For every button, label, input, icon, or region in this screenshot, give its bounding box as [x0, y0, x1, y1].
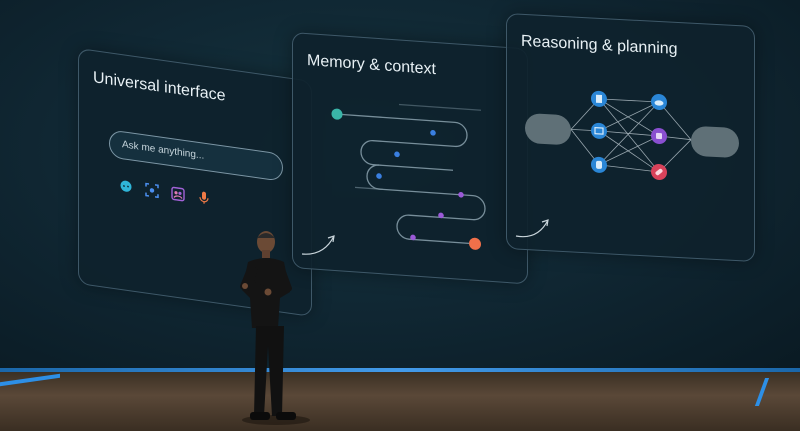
memory-blue-marker-3: [376, 173, 382, 179]
memory-track-bottom: [366, 164, 486, 245]
stage-edge-light: [0, 368, 800, 374]
memory-blue-marker-1: [430, 130, 436, 136]
memory-purple-marker-3: [410, 234, 416, 241]
teams-app-icon: [171, 186, 185, 202]
chat-bubble-icon: [120, 180, 132, 192]
screen-icon: [591, 122, 607, 139]
memory-track-hint: [399, 103, 481, 111]
reasoning-network-graphic: [525, 90, 739, 181]
network-output-pill: [691, 126, 739, 158]
universal-interface-panel: Universal interface Ask me anything...: [78, 48, 312, 317]
memory-track-top: [337, 113, 468, 171]
vision-scan-icon: [145, 182, 159, 199]
memory-end-node: [469, 237, 481, 250]
memory-purple-marker-2: [438, 212, 444, 219]
memory-timeline-graphic: [331, 103, 486, 250]
memory-track-stub: [355, 186, 383, 191]
memory-blue-marker-2: [394, 151, 400, 158]
presenter-legs: [254, 326, 284, 416]
stage-floor: [0, 372, 800, 431]
microphone-icon: [199, 191, 209, 204]
memory-start-node: [331, 108, 343, 120]
network-edges: [570, 98, 692, 173]
reasoning-planning-panel: Reasoning & planning: [506, 13, 755, 263]
memory-context-panel: Memory & context: [292, 32, 528, 285]
memory-purple-marker-1: [458, 192, 464, 198]
network-input-pill: [525, 113, 571, 145]
